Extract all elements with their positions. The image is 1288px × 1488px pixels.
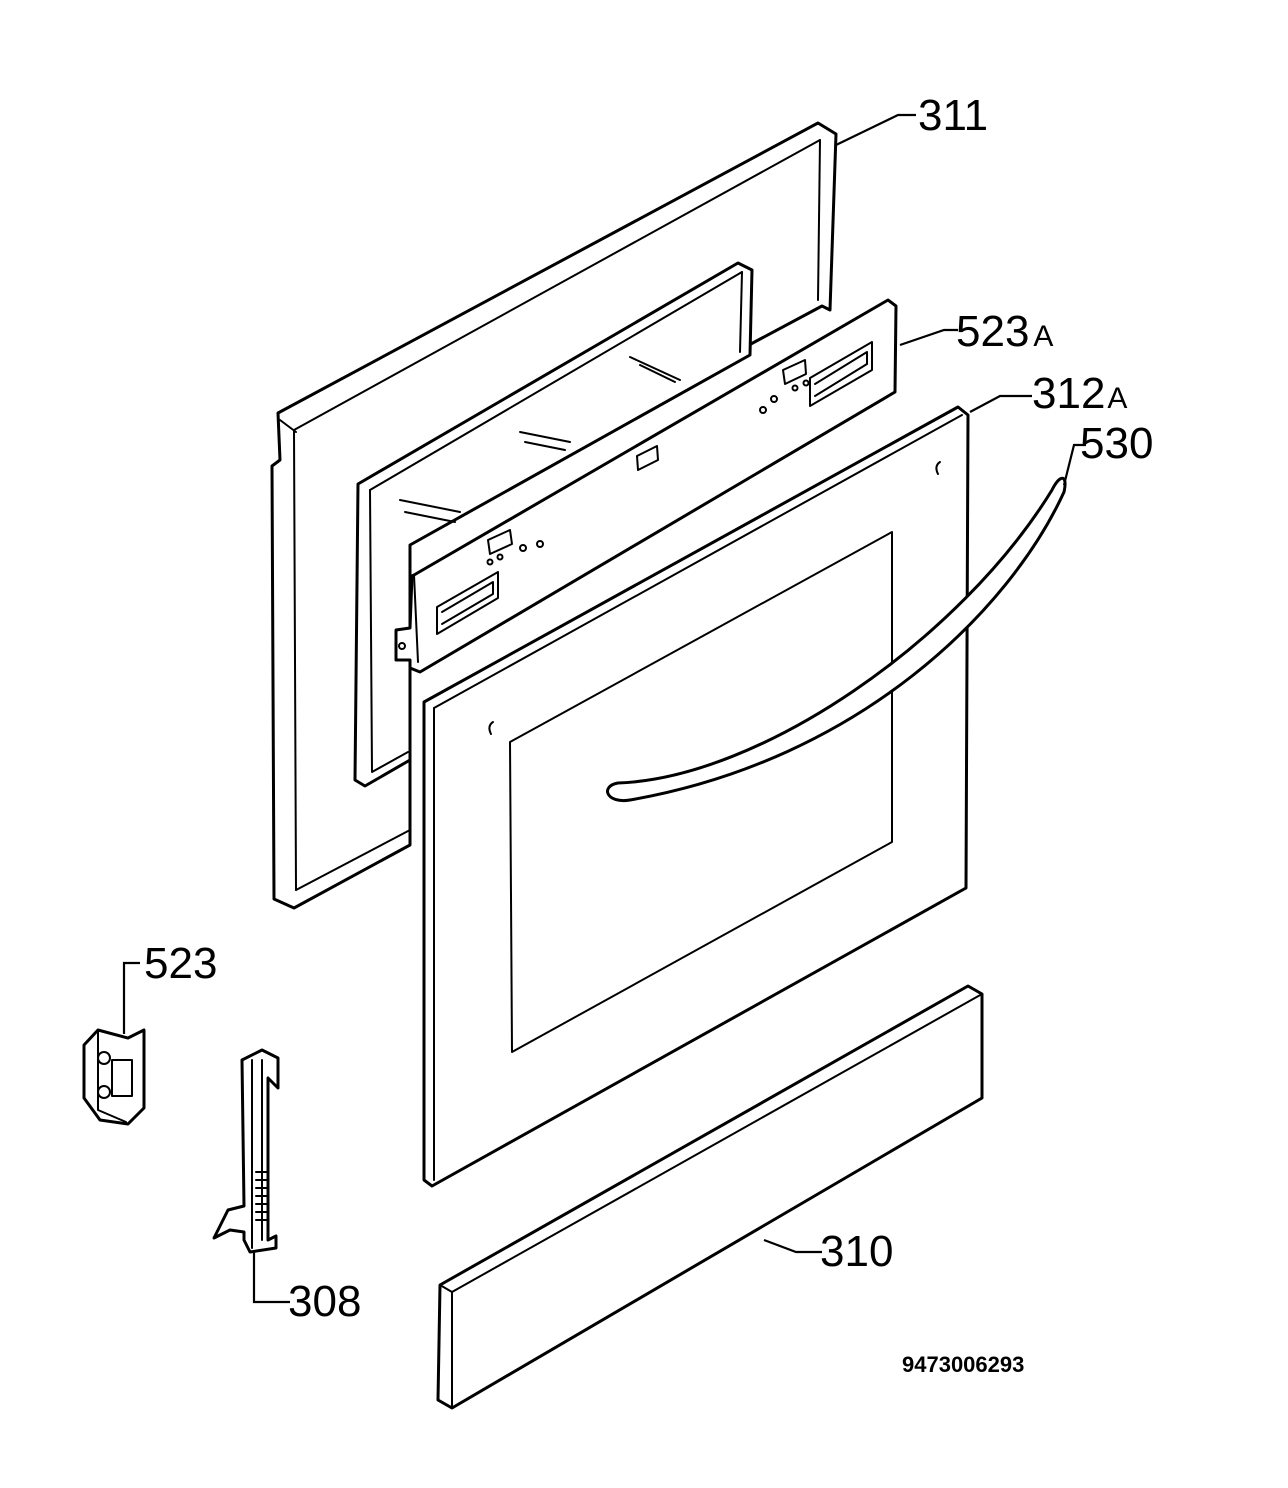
label-312a-suffix: A — [1107, 382, 1127, 415]
label-523: 523 — [144, 939, 217, 988]
part-308-hinge-lever — [212, 1048, 280, 1254]
part-523-hinge-block — [82, 1028, 146, 1126]
label-530: 530 — [1080, 419, 1153, 468]
part-523a-bracket — [394, 298, 898, 674]
label-312a: 312A — [1032, 369, 1127, 418]
part-310-trim-strip — [436, 984, 984, 1410]
label-312a-number: 312 — [1032, 369, 1105, 418]
label-523a-suffix: A — [1033, 320, 1053, 353]
label-308: 308 — [288, 1277, 361, 1326]
label-310: 310 — [820, 1227, 893, 1276]
inner-glass-frame — [353, 261, 754, 788]
label-523a-number: 523 — [956, 307, 1029, 356]
part-530-handle — [606, 476, 1067, 803]
label-311: 311 — [918, 91, 988, 140]
part-312a-outer-door — [422, 405, 970, 1188]
drawing-code: 9473006293 — [902, 1352, 1024, 1377]
leader-lines — [122, 113, 1086, 1304]
